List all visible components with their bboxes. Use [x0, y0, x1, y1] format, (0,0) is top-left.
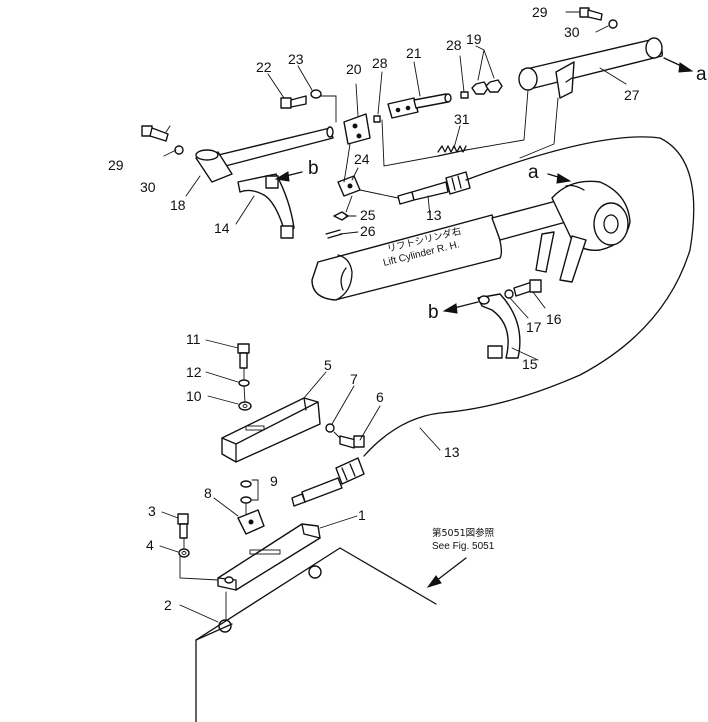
shaft-18 [195, 126, 334, 183]
callout-30-left: 30 [140, 179, 156, 195]
callout-25: 25 [360, 207, 376, 223]
callout-31: 31 [454, 111, 470, 127]
washer-23 [310, 89, 322, 99]
see-fig-label-en: See Fig. 5051 [432, 541, 495, 552]
callout-14: 14 [214, 220, 230, 236]
see-fig-label-jp: 第5051図参照 [432, 527, 495, 539]
callout-20: 20 [346, 61, 362, 77]
joint-24 [337, 175, 361, 197]
callout-1: 1 [358, 507, 366, 523]
callout-29-left: 29 [108, 157, 124, 173]
bolt-16 [513, 279, 542, 297]
nut-19 [471, 79, 503, 95]
washer-4 [178, 548, 190, 558]
bolt-11 [237, 343, 250, 369]
callout-19: 19 [466, 31, 482, 47]
callout-3: 3 [148, 503, 156, 519]
cable-end-upper [397, 171, 471, 205]
frame-block [195, 547, 437, 722]
yoke-8 [237, 509, 265, 535]
callout-9: 9 [270, 473, 278, 489]
callout-12: 12 [186, 364, 202, 380]
callout-22: 22 [256, 59, 272, 75]
bolt-29-top [579, 7, 603, 21]
bracket-1 [217, 523, 321, 591]
reference-letters: a a b b [308, 64, 707, 323]
washer-30-top [608, 19, 618, 29]
callout-15: 15 [522, 356, 538, 372]
nuts-9 [240, 480, 252, 504]
pin-26 [325, 229, 343, 239]
bolt-3 [177, 513, 189, 539]
clamp-15 [477, 293, 521, 359]
callout-11: 11 [186, 331, 201, 347]
cable-end-lower [291, 457, 365, 507]
pipe-27 [518, 37, 663, 99]
clamp-14 [237, 173, 295, 239]
callout-26: 26 [360, 223, 376, 239]
callout-2: 2 [164, 597, 172, 613]
bracket-5 [221, 397, 321, 463]
washer-12 [238, 379, 250, 387]
pin-28-right [460, 91, 469, 99]
ref-b-upper: b [308, 158, 319, 179]
callout-24: 24 [354, 151, 370, 167]
callout-5: 5 [324, 357, 332, 373]
assembly-lines [179, 89, 559, 621]
callout-6: 6 [376, 389, 384, 405]
callout-16: 16 [546, 311, 562, 327]
reference-arrows [274, 57, 694, 588]
nut-right [308, 565, 322, 579]
callout-8: 8 [204, 485, 212, 501]
callout-28-left: 28 [372, 55, 388, 71]
callout-17: 17 [526, 319, 542, 335]
callout-23: 23 [288, 51, 304, 67]
ref-a-upper: a [696, 64, 707, 85]
callout-28-right: 28 [446, 37, 462, 53]
callout-7: 7 [350, 371, 358, 387]
bolt-29-left [141, 125, 169, 142]
control-cable-13 [363, 136, 695, 457]
rod-21 [387, 93, 452, 119]
washer-17 [504, 289, 514, 299]
washer-7 [325, 423, 335, 433]
callout-13-lower: 13 [444, 444, 460, 460]
callout-30-top: 30 [564, 24, 580, 40]
lever-20 [343, 113, 371, 145]
callout-18: 18 [170, 197, 186, 213]
ref-b-lower: b [428, 302, 439, 323]
washer-10 [238, 401, 252, 411]
callout-4: 4 [146, 537, 154, 553]
callout-21: 21 [406, 45, 422, 61]
bolt-6 [339, 435, 365, 449]
spring-31 [437, 145, 467, 157]
pin-28 [373, 115, 381, 123]
callout-29-top: 29 [532, 4, 548, 20]
callout-10: 10 [186, 388, 202, 404]
leader-lines [159, 11, 627, 623]
callout-13-upper: 13 [426, 207, 442, 223]
callout-27: 27 [624, 87, 640, 103]
callout-numbers: 1 2 3 4 5 6 7 8 9 10 11 12 13 13 14 15 1… [108, 4, 640, 613]
ref-a-cylinder: a [528, 162, 539, 183]
bolt-22 [280, 95, 307, 109]
lift-cylinder [311, 180, 631, 301]
